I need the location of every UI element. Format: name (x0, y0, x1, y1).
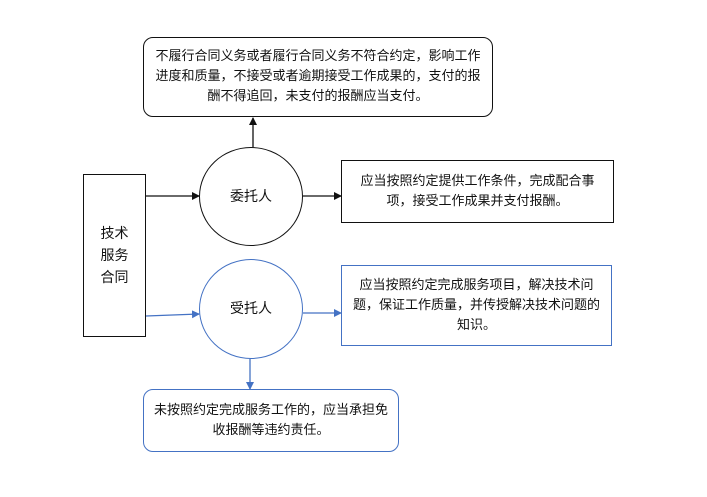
contractor-node: 受托人 (199, 259, 303, 359)
contractor-label: 受托人 (230, 301, 272, 317)
client-node: 委托人 (199, 147, 303, 246)
contract-label-line: 技术 (100, 225, 129, 242)
contractor-obligation-text: 应当按照约定完成服务项目，解决技术问题，保证工作质量，并传授解决技术问题的知识。 (352, 277, 600, 333)
client-obligation-text: 应当按照约定提供工作条件，完成配合事项，接受工作成果并支付报酬。 (360, 173, 595, 209)
client-liability-text: 不履行合同义务或者履行合同义务不符合约定，影响工作进度和质量，不接受或者逾期接受… (155, 49, 481, 104)
client-liability-box: 不履行合同义务或者履行合同义务不符合约定，影响工作进度和质量，不接受或者逾期接受… (143, 37, 493, 117)
contractor-liability-text: 未按照约定完成服务工作的，应当承担免收报酬等违约责任。 (153, 402, 388, 438)
contractor-liability-box: 未按照约定完成服务工作的，应当承担免收报酬等违约责任。 (143, 389, 399, 452)
contractor-obligation-box: 应当按照约定完成服务项目，解决技术问题，保证工作质量，并传授解决技术问题的知识。 (341, 265, 612, 346)
client-obligation-box: 应当按照约定提供工作条件，完成配合事项，接受工作成果并支付报酬。 (341, 160, 614, 223)
contract-node: 技术 服务 合同 (83, 174, 146, 337)
client-label: 委托人 (230, 188, 272, 205)
contract-label-line: 合同 (100, 269, 129, 286)
contract-label-line: 服务 (100, 247, 129, 264)
arrow-contract-to-contractor (145, 310, 200, 319)
